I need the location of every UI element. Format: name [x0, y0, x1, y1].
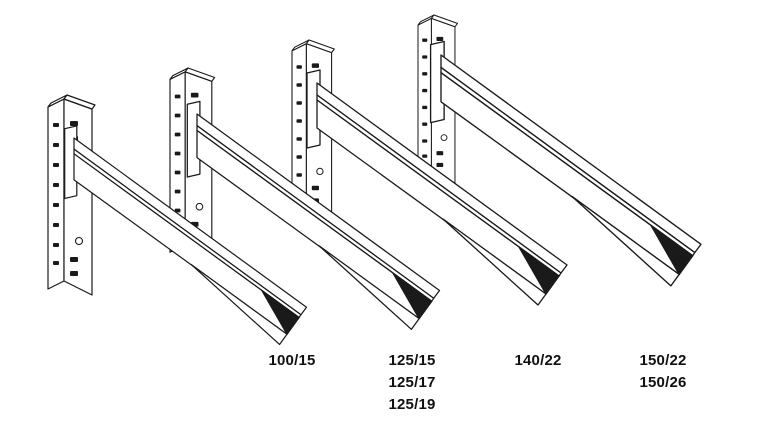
size-label: 150/26	[639, 374, 687, 391]
size-label-group-2: 125/15 125/17 125/19	[370, 350, 454, 416]
size-label-group-4: 150/22 150/26	[621, 350, 705, 394]
beam-4	[429, 40, 702, 287]
size-label: 125/19	[388, 396, 436, 413]
size-label-group-1: 100/15	[250, 350, 334, 372]
size-label: 125/15	[388, 352, 436, 369]
size-label-group-3: 140/22	[496, 350, 580, 372]
size-label: 125/17	[388, 374, 436, 391]
size-label: 150/22	[639, 352, 687, 369]
size-label: 140/22	[514, 352, 562, 369]
size-label: 100/15	[268, 352, 316, 369]
